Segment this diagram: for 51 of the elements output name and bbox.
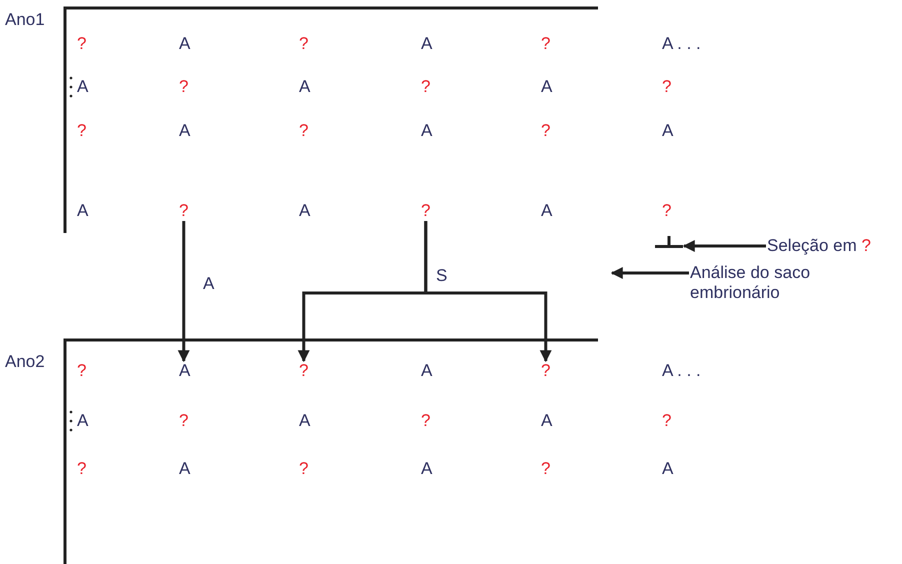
plant-mark: A [179, 121, 190, 141]
plant-mark: ? [541, 459, 550, 479]
plant-mark: A . . . [662, 34, 701, 54]
plant-mark: ? [541, 121, 550, 141]
plant-mark: ? [299, 459, 308, 479]
plant-mark: A [179, 34, 190, 54]
plant-mark: A [421, 361, 432, 381]
plant-mark: A [299, 77, 310, 97]
block-symbol [655, 236, 683, 248]
plant-mark: ? [77, 121, 86, 141]
plant-mark: A [299, 201, 310, 221]
plant-mark: ? [179, 201, 188, 221]
plant-mark: ? [179, 77, 188, 97]
arrow [178, 221, 190, 362]
year-label: Ano1 [5, 10, 45, 30]
plant-mark: A [299, 411, 310, 431]
plant-mark: ? [541, 34, 550, 54]
plant-mark: A [421, 34, 432, 54]
plant-mark: ? [662, 201, 672, 221]
plant-mark: ? [421, 201, 430, 221]
arrow [424, 221, 552, 362]
plant-mark: ? [421, 411, 430, 431]
plant-mark: A . . . [662, 361, 701, 381]
plant-mark: ? [299, 361, 308, 381]
arrow [610, 267, 689, 279]
plant-mark: ? [299, 121, 308, 141]
plant-mark: A [662, 459, 674, 479]
plant-mark: A [77, 201, 88, 221]
plant-mark: A [179, 459, 190, 479]
plant-mark: ? [179, 411, 188, 431]
plant-mark: A [77, 77, 88, 97]
plant-mark: ? [541, 361, 550, 381]
plant-mark: A [421, 459, 432, 479]
plant-mark: ? [299, 34, 308, 54]
plant-mark: A [179, 361, 190, 381]
plant-mark: ? [77, 361, 86, 381]
plant-mark: A [541, 201, 552, 221]
plant-mark: ? [662, 411, 672, 431]
annotation-text: Análise do saco embrionário [690, 263, 840, 303]
year-label: Ano2 [5, 352, 45, 372]
plant-mark: ? [421, 77, 430, 97]
plant-mark: ? [77, 34, 86, 54]
plant-mark: A [77, 411, 88, 431]
plant-mark: A [421, 121, 432, 141]
plant-mark: ? [662, 77, 672, 97]
plant-mark: ? [77, 459, 86, 479]
plant-mark: A [541, 77, 552, 97]
plant-mark: A [541, 411, 552, 431]
arrow [682, 240, 766, 252]
plant-mark: A [662, 121, 674, 141]
annotation-text: Seleção em ? [767, 236, 871, 256]
